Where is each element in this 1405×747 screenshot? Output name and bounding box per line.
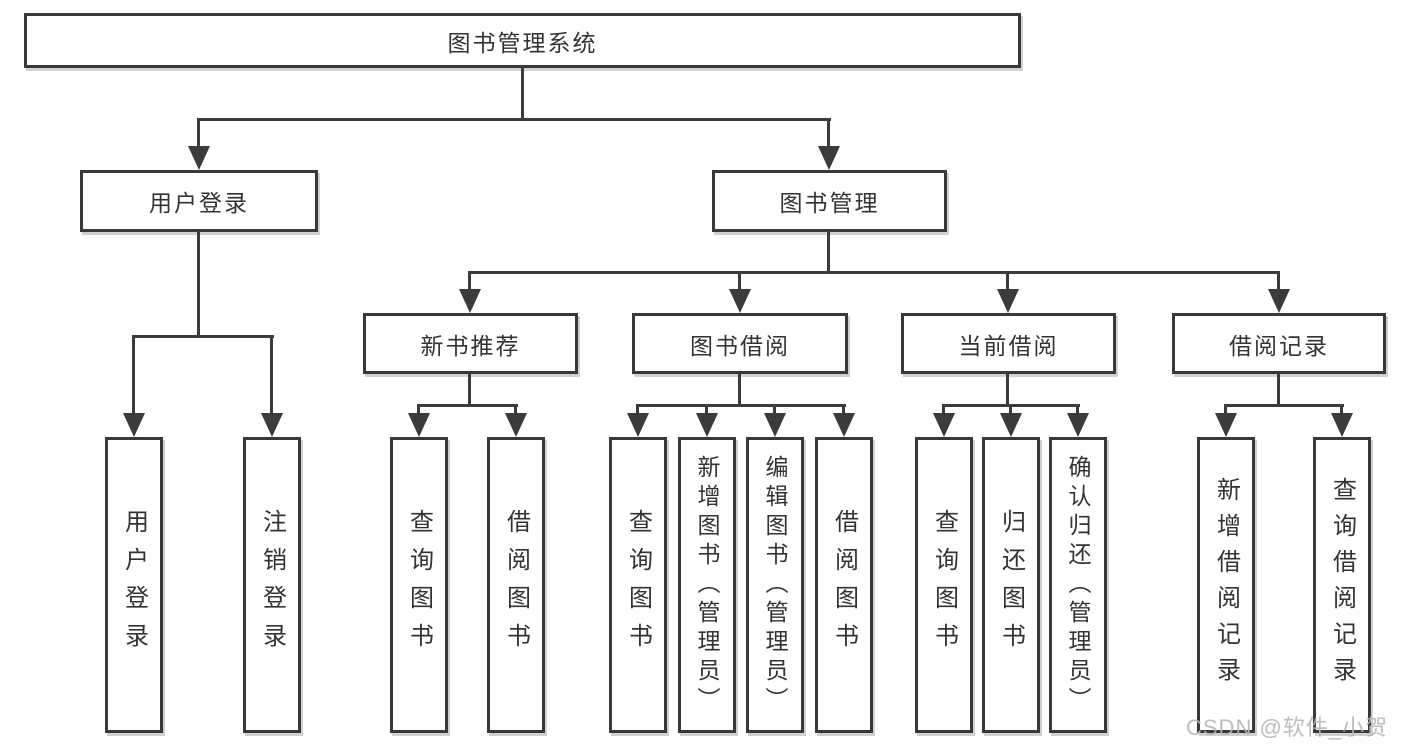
arrow-down-icon	[459, 289, 481, 313]
connector-root-stem	[521, 66, 524, 120]
connector-book-management-stem	[827, 230, 830, 274]
connector-drop	[636, 404, 639, 418]
connector-drop	[417, 404, 420, 418]
arrow-down-icon	[1268, 289, 1290, 313]
connector-bus	[636, 404, 846, 407]
connector-drop	[1009, 404, 1012, 418]
leaf-borrow-books: 借阅图书	[815, 437, 873, 733]
leaf-query-books: 查询图书	[915, 437, 973, 733]
connector-drop-book-management	[827, 118, 830, 148]
connector-drop-user-login	[197, 118, 200, 148]
arrow-down-icon	[627, 413, 649, 437]
arrow-down-icon	[1331, 413, 1353, 437]
connector-level3-bus	[468, 271, 1280, 274]
arrow-down-icon	[729, 289, 751, 313]
connector-drop	[514, 404, 517, 418]
node-user-login: 用户登录	[80, 170, 318, 232]
node-book-borrowing: 图书借阅	[632, 313, 848, 374]
connector-drop	[1340, 404, 1343, 418]
node-new-book-recommend: 新书推荐	[363, 313, 578, 374]
connector-drop	[132, 335, 135, 417]
node-root: 图书管理系统	[24, 13, 1021, 68]
arrow-down-icon	[1000, 413, 1022, 437]
connector-drop	[1006, 271, 1009, 294]
connector-drop	[1076, 404, 1079, 418]
arrow-down-icon	[408, 413, 430, 437]
connector-stem	[1277, 372, 1280, 407]
leaf-edit-books-admin: 编辑图书（管理员）	[746, 437, 804, 733]
arrow-down-icon	[505, 413, 527, 437]
connector-user-login-stem	[197, 230, 200, 338]
csdn-watermark: CSDN @软件_小贺同学	[1186, 715, 1389, 740]
connector-drop	[270, 335, 273, 417]
leaf-add-books-admin: 新增图书（管理员）	[678, 437, 736, 733]
connector-bus	[1224, 404, 1344, 407]
connector-stem	[468, 372, 471, 407]
arrow-down-icon	[188, 146, 210, 170]
connector-drop	[842, 404, 845, 418]
arrow-down-icon	[997, 289, 1019, 313]
leaf-return-books: 归还图书	[982, 437, 1040, 733]
arrow-down-icon	[833, 413, 855, 437]
leaf-borrow-books: 借阅图书	[487, 437, 545, 733]
arrow-down-icon	[933, 413, 955, 437]
leaf-query-borrow-record: 查询借阅记录	[1313, 437, 1371, 733]
node-book-management: 图书管理	[712, 170, 947, 232]
leaf-logout: 注销登录	[243, 437, 301, 733]
connector-drop	[705, 404, 708, 418]
node-current-borrowing: 当前借阅	[901, 313, 1116, 374]
arrow-down-icon	[818, 146, 840, 170]
arrow-down-icon	[261, 413, 283, 437]
leaf-query-books: 查询图书	[390, 437, 448, 733]
arrow-down-icon	[764, 413, 786, 437]
arrow-down-icon	[1067, 413, 1089, 437]
arrow-down-icon	[1215, 413, 1237, 437]
connector-level1-bus	[197, 118, 831, 121]
connector-drop	[773, 404, 776, 418]
connector-user-login-bus	[132, 335, 274, 338]
connector-stem	[1006, 372, 1009, 407]
connector-drop	[942, 404, 945, 418]
arrow-down-icon	[123, 413, 145, 437]
connector-bus	[417, 404, 518, 407]
leaf-confirm-return-admin: 确认归还（管理员）	[1049, 437, 1107, 733]
leaf-add-borrow-record: 新增借阅记录	[1197, 437, 1255, 733]
arrow-down-icon	[696, 413, 718, 437]
connector-drop	[1277, 271, 1280, 294]
connector-drop	[468, 271, 471, 294]
connector-drop	[1224, 404, 1227, 418]
leaf-user-login: 用户登录	[105, 437, 163, 733]
connector-drop	[738, 271, 741, 294]
node-borrowing-records: 借阅记录	[1172, 313, 1386, 374]
leaf-query-books: 查询图书	[609, 437, 667, 733]
connector-stem	[738, 372, 741, 407]
